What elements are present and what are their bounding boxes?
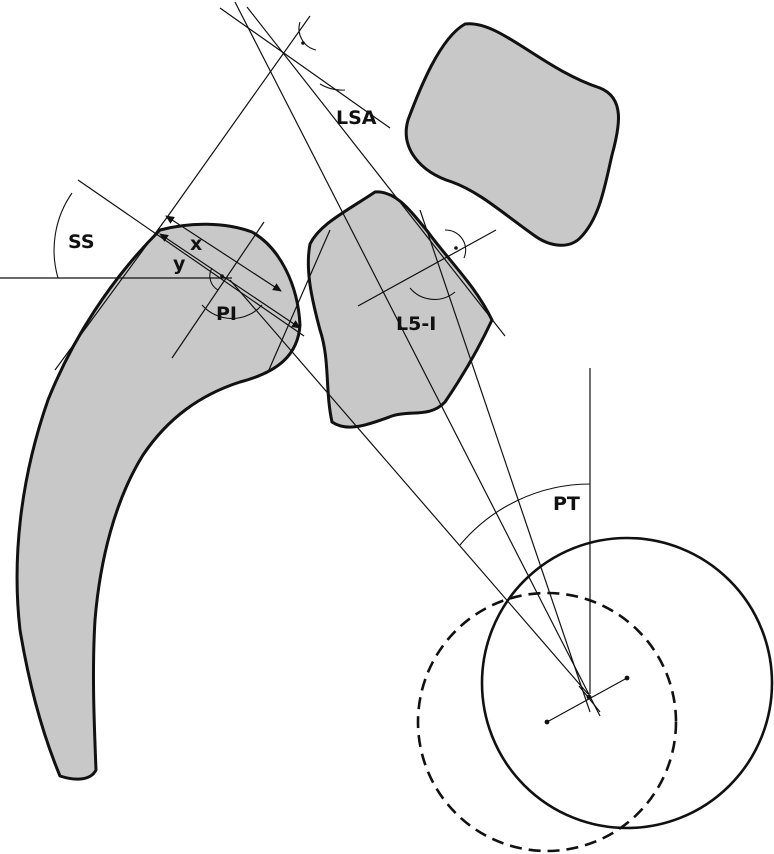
lsa-label: LSA xyxy=(336,107,377,129)
pi-label: PI xyxy=(216,303,237,325)
sacrum xyxy=(15,222,302,781)
lsa-construction-lines xyxy=(167,1,601,717)
y-label: y xyxy=(173,253,186,275)
l5-vertebra xyxy=(306,190,494,429)
x-label: x xyxy=(190,233,202,255)
femoral-head-left xyxy=(416,591,678,853)
lsa-angle-arc xyxy=(319,83,346,91)
hip-axis xyxy=(544,675,630,725)
l5-incidence-lines xyxy=(357,209,591,713)
pt-label: PT xyxy=(553,493,580,515)
ss-angle-arc xyxy=(53,192,73,279)
l5i-label: L5-I xyxy=(396,313,436,335)
pt-angle-arc xyxy=(459,483,591,546)
pelvic-incidence-line xyxy=(229,279,589,695)
ss-label: SS xyxy=(68,231,95,253)
upper-lumbar-vertebra xyxy=(404,22,620,247)
l5i-angle-arc xyxy=(409,287,456,300)
femoral-head-right xyxy=(480,536,774,830)
y-dimension-arrow xyxy=(159,233,301,329)
